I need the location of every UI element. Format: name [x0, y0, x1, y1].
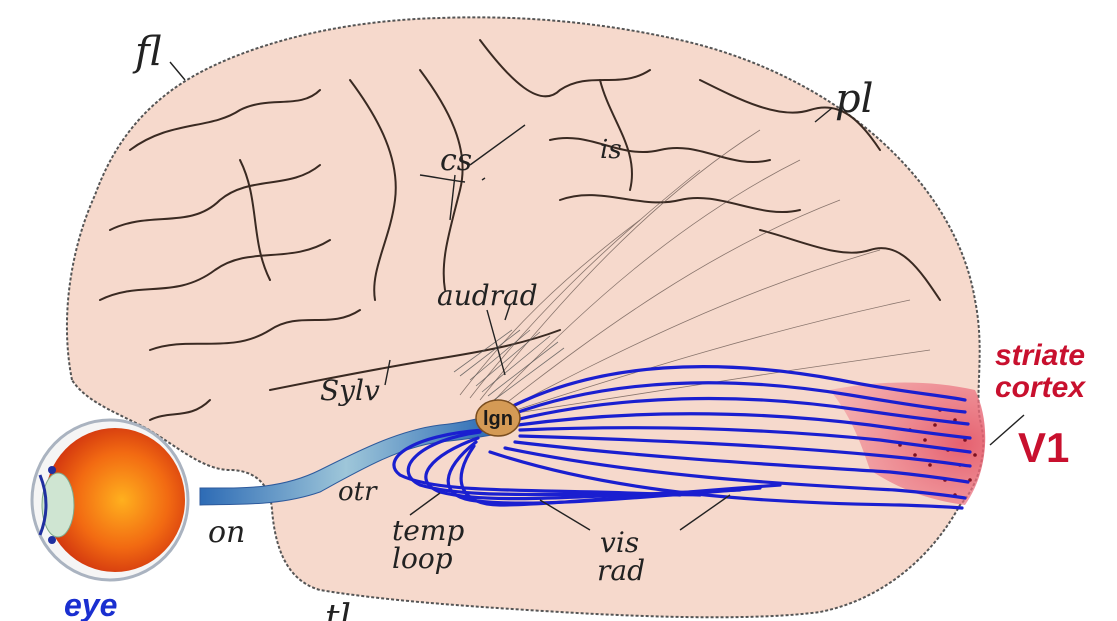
cs-label: cs — [440, 143, 472, 178]
sylv-label: Sylv — [320, 374, 380, 407]
v1-label: V1 — [1018, 424, 1069, 471]
fl-label: fl — [132, 29, 162, 75]
is-label: is — [600, 135, 622, 165]
on-label: on — [208, 515, 245, 550]
eye-illustration — [32, 420, 188, 580]
striate-label: striate — [995, 339, 1085, 372]
lgn-label: lgn — [483, 408, 513, 430]
tl-label: tl — [325, 598, 351, 621]
pl-label: pl — [835, 76, 873, 122]
eye-label: eye — [64, 587, 117, 621]
rad-label: rad — [597, 554, 645, 587]
cortex-label: cortex — [995, 371, 1086, 404]
otr-label: otr — [338, 477, 378, 507]
audrad-label: audrad — [437, 279, 538, 312]
loop-label: loop — [392, 542, 453, 575]
